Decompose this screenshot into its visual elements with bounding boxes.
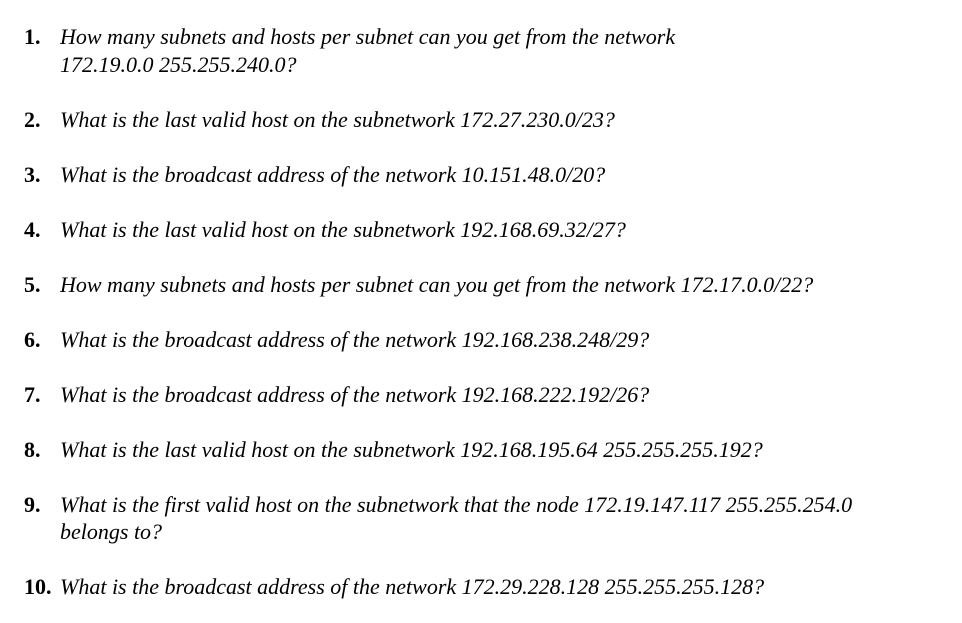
question-item: 3. What is the broadcast address of the … bbox=[24, 161, 942, 189]
question-item: 6. What is the broadcast address of the … bbox=[24, 326, 942, 354]
question-number: 9. bbox=[24, 491, 41, 517]
question-text: What is the first valid host on the subn… bbox=[60, 491, 853, 545]
question-item: 9. What is the first valid host on the s… bbox=[24, 491, 942, 546]
question-item: 8. What is the last valid host on the su… bbox=[24, 436, 942, 464]
question-text: What is the last valid host on the subne… bbox=[60, 106, 615, 132]
question-number: 8. bbox=[24, 436, 41, 462]
question-item: 2. What is the last valid host on the su… bbox=[24, 106, 942, 134]
question-number: 4. bbox=[24, 216, 41, 242]
question-number: 10. bbox=[24, 574, 52, 599]
question-item: 10. What is the broadcast address of the… bbox=[24, 573, 942, 601]
question-number: 5. bbox=[24, 271, 41, 297]
question-number: 6. bbox=[24, 326, 41, 352]
question-item: 4. What is the last valid host on the su… bbox=[24, 216, 942, 244]
question-item: 7. What is the broadcast address of the … bbox=[24, 381, 942, 409]
question-text: What is the broadcast address of the net… bbox=[60, 161, 606, 187]
question-number: 1. bbox=[24, 24, 41, 49]
question-number: 3. bbox=[24, 161, 41, 187]
question-number: 2. bbox=[24, 106, 41, 132]
question-text: What is the broadcast address of the net… bbox=[60, 326, 650, 352]
question-text: How many subnets and hosts per subnet ca… bbox=[60, 271, 814, 297]
question-text: What is the last valid host on the subne… bbox=[60, 216, 626, 242]
question-list: 1. How many subnets and hosts per subnet… bbox=[24, 23, 942, 601]
question-item: 5. How many subnets and hosts per subnet… bbox=[24, 271, 942, 299]
question-text: What is the last valid host on the subne… bbox=[60, 436, 763, 462]
question-number: 7. bbox=[24, 381, 41, 407]
question-text: How many subnets and hosts per subnet ca… bbox=[60, 24, 676, 77]
question-item: 1. How many subnets and hosts per subnet… bbox=[24, 23, 942, 78]
question-text: What is the broadcast address of the net… bbox=[60, 381, 650, 407]
question-text: What is the broadcast address of the net… bbox=[60, 574, 765, 599]
